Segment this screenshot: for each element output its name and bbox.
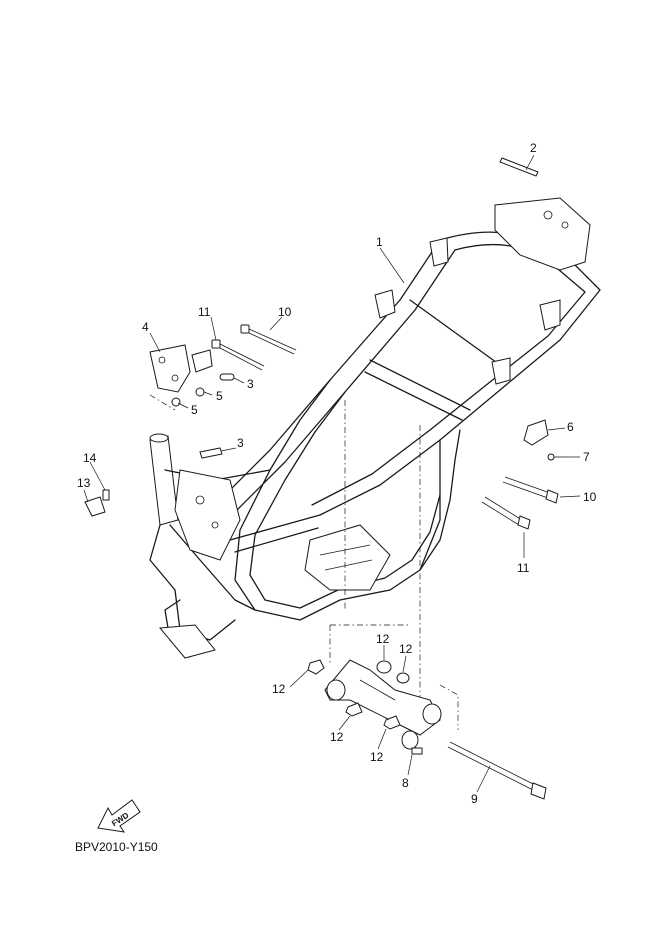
callout-11-upper: 11 xyxy=(198,305,211,319)
callout-5-lower: 5 xyxy=(191,403,198,417)
part-4-bracket xyxy=(149,344,213,393)
leader-lines xyxy=(83,247,581,793)
callout-14: 14 xyxy=(83,451,97,465)
callout-11-right: 11 xyxy=(517,561,530,575)
callout-labels: 1 2 3 3 4 5 5 6 7 8 9 10 10 11 11 12 12 … xyxy=(77,141,597,806)
part-2-label-plate xyxy=(499,157,539,177)
callout-12-lower-left: 12 xyxy=(330,730,344,744)
callout-12-left: 12 xyxy=(272,682,286,696)
callout-8: 8 xyxy=(402,776,409,790)
part-6-bracket xyxy=(523,419,549,446)
part-14-bolt xyxy=(102,489,110,501)
drawing-code: BPV2010-Y150 xyxy=(75,840,158,854)
part-10-bolt-right xyxy=(502,476,559,504)
callout-3-upper: 3 xyxy=(247,377,254,391)
main-frame xyxy=(149,197,601,700)
callout-7: 7 xyxy=(583,450,590,464)
part-12-nuts xyxy=(307,659,410,730)
callout-3-lower: 3 xyxy=(237,436,244,450)
part-7-bolt xyxy=(547,453,562,461)
callout-12-lower-center: 12 xyxy=(370,750,384,764)
callout-12-top-right: 12 xyxy=(399,642,413,656)
fwd-arrow-icon: FWD xyxy=(97,799,141,833)
part-3-spacer-upper xyxy=(219,373,235,381)
part-11-bolt-upper xyxy=(211,339,265,371)
callout-10-right: 10 xyxy=(583,490,597,504)
part-10-bolt-upper xyxy=(240,324,297,355)
part-3-spacer-lower xyxy=(199,447,223,459)
callout-10-upper: 10 xyxy=(278,305,292,319)
callout-1: 1 xyxy=(376,235,383,249)
callout-12-top-center: 12 xyxy=(376,632,390,646)
callout-9: 9 xyxy=(471,792,478,806)
part-8-hanger-link xyxy=(324,624,459,755)
part-13-clip xyxy=(84,496,106,517)
part-5-nut-upper xyxy=(195,387,205,397)
part-9-through-bolt xyxy=(447,741,547,800)
callout-13: 13 xyxy=(77,476,91,490)
part-5-nut-lower xyxy=(171,397,181,407)
part-11-bolt-right xyxy=(481,496,531,530)
callout-5-upper: 5 xyxy=(216,389,223,403)
callout-6: 6 xyxy=(567,420,574,434)
callout-2: 2 xyxy=(530,141,537,155)
callout-4: 4 xyxy=(142,320,149,334)
